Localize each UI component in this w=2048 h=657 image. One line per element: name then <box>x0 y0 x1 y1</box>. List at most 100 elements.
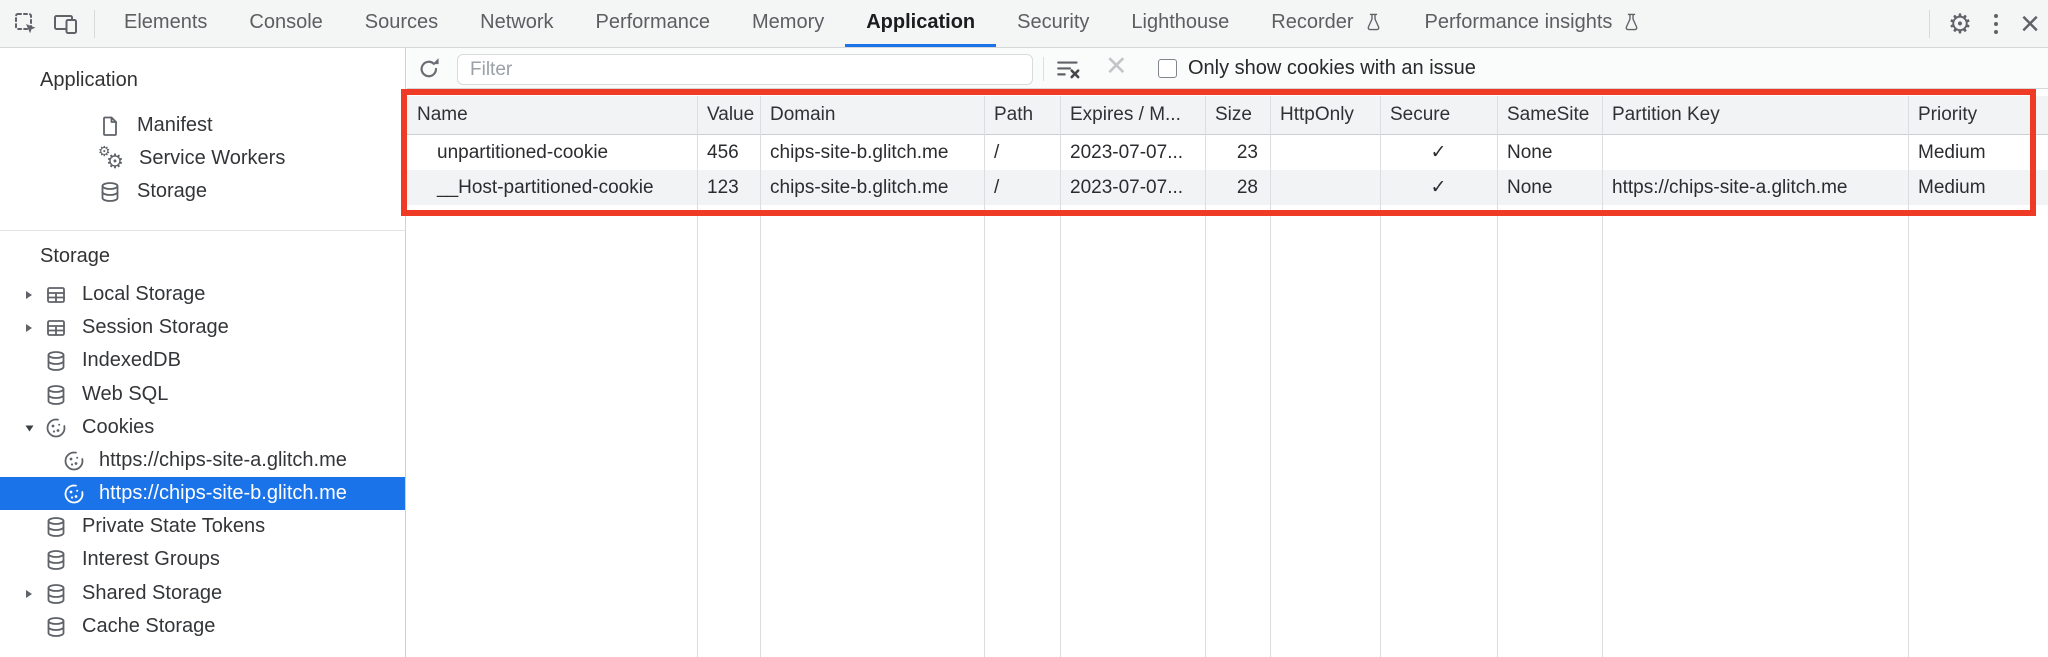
sidebar-section-application: Application <box>40 69 138 91</box>
sidebar-item-shared-storage[interactable]: Shared Storage <box>0 577 405 610</box>
database-icon <box>44 515 68 539</box>
column-header-size[interactable]: Size <box>1215 104 1252 125</box>
cell-value: 123 <box>707 176 739 198</box>
sidebar-item-label: Cache Storage <box>82 615 216 637</box>
clear-filter-icon <box>1057 61 1080 79</box>
sidebar-item-label: https://chips-site-b.glitch.me <box>99 482 347 504</box>
more-options-icon[interactable] <box>1990 10 2002 38</box>
filter-input[interactable] <box>457 54 1033 85</box>
sidebar-item-label: IndexedDB <box>82 349 181 371</box>
toolbar-divider <box>1043 57 1044 81</box>
experiment-flask-icon <box>1622 11 1641 33</box>
column-header-domain[interactable]: Domain <box>770 104 836 125</box>
sidebar-item-session-storage[interactable]: Session Storage <box>0 311 405 344</box>
tab-security[interactable]: Security <box>1017 10 1090 33</box>
cell-secure: ✓ <box>1430 177 1447 198</box>
tab-performance[interactable]: Performance <box>595 10 711 33</box>
cell-partition-key <box>1602 135 1908 170</box>
column-header-partition-key[interactable]: Partition Key <box>1612 104 1720 125</box>
device-toolbar-button[interactable] <box>46 0 86 48</box>
sidebar-item-label: Service Workers <box>139 147 286 169</box>
column-header-path[interactable]: Path <box>994 104 1034 125</box>
sidebar-item-label: Web SQL <box>82 383 169 405</box>
cell-name: unpartitioned-cookie <box>437 141 609 163</box>
column-header-httponly[interactable]: HttpOnly <box>1280 104 1354 125</box>
column-header-value[interactable]: Value <box>707 104 755 125</box>
settings-gear-icon[interactable]: ⚙ <box>1947 8 1973 39</box>
cell-domain: chips-site-b.glitch.me <box>770 141 949 163</box>
database-icon <box>44 548 68 572</box>
sidebar-item-cookies[interactable]: Cookies <box>0 411 405 444</box>
tab-sources[interactable]: Sources <box>364 10 439 33</box>
panel-tabs: Elements Console Sources Network Perform… <box>103 0 1662 47</box>
cookie-row-unpartitioned[interactable]: unpartitioned-cookie 456 chips-site-b.gl… <box>407 135 2048 170</box>
tab-console[interactable]: Console <box>249 10 323 33</box>
inspect-cursor-icon <box>15 13 36 34</box>
only-issue-checkbox-label[interactable]: Only show cookies with an issue <box>1188 57 1476 79</box>
chevron-right-icon[interactable] <box>24 323 44 333</box>
cell-secure: ✓ <box>1430 142 1447 163</box>
sidebar-item-cache-storage[interactable]: Cache Storage <box>0 610 405 643</box>
column-header-priority[interactable]: Priority <box>1918 104 1978 125</box>
column-header-name[interactable]: Name <box>417 104 468 125</box>
sidebar-item-label: Cookies <box>82 416 155 438</box>
cell-samesite: None <box>1507 176 1553 198</box>
sidebar-item-web-sql[interactable]: Web SQL <box>0 378 405 411</box>
column-header-expires[interactable]: Expires / M... <box>1070 104 1181 125</box>
experiment-flask-icon <box>1364 11 1383 33</box>
sidebar-item-label: Local Storage <box>82 283 206 305</box>
tab-performance-insights[interactable]: Performance insights <box>1404 0 1663 47</box>
sidebar-item-indexeddb[interactable]: IndexedDB <box>0 344 405 377</box>
chevron-down-icon[interactable] <box>24 423 44 433</box>
tab-recorder-label: Recorder <box>1271 10 1354 33</box>
cookie-icon <box>44 416 68 440</box>
refresh-icon <box>420 58 439 78</box>
refresh-button[interactable] <box>415 55 443 83</box>
only-issue-checkbox[interactable] <box>1158 59 1177 78</box>
tab-network[interactable]: Network <box>480 10 554 33</box>
sidebar-item-label: Storage <box>137 180 208 202</box>
chevron-right-icon[interactable] <box>24 589 44 599</box>
tab-recorder[interactable]: Recorder <box>1250 0 1403 47</box>
cell-path: / <box>994 176 1000 198</box>
database-icon <box>44 582 68 606</box>
cell-partition-key: https://chips-site-a.glitch.me <box>1612 176 1848 198</box>
database-icon <box>44 349 68 373</box>
tab-memory[interactable]: Memory <box>752 10 825 33</box>
sidebar-item-label: Manifest <box>137 114 213 136</box>
device-toolbar-icon <box>54 15 77 34</box>
cookie-icon <box>62 482 86 506</box>
cell-size: 28 <box>1236 176 1258 198</box>
close-icon[interactable]: × <box>2020 5 2040 43</box>
tab-lighthouse[interactable]: Lighthouse <box>1131 10 1230 33</box>
sidebar-item-cookie-chips-site-a[interactable]: https://chips-site-a.glitch.me <box>0 444 405 477</box>
sidebar-item-service-workers[interactable]: ⚙⚙ Service Workers <box>0 142 405 175</box>
cell-path: / <box>994 141 1000 163</box>
cookie-table-header: Name Value Domain Path Expires / M... Si… <box>407 96 2048 135</box>
cell-httponly <box>1270 170 1380 205</box>
tabbar-right-controls: ⚙ × <box>1928 0 2040 48</box>
sidebar-section-storage: Storage <box>40 245 111 267</box>
cell-priority: Medium <box>1918 141 1986 163</box>
clear-filter-button[interactable] <box>1055 55 1083 88</box>
cell-size: 23 <box>1236 141 1258 163</box>
tab-application[interactable]: Application <box>845 0 997 47</box>
sidebar-item-interest-groups[interactable]: Interest Groups <box>0 543 405 576</box>
column-header-secure[interactable]: Secure <box>1390 104 1451 125</box>
chevron-right-icon[interactable] <box>24 290 44 300</box>
cookies-panel: ✕ Only show cookies with an issue Name V… <box>401 48 2048 657</box>
cookie-row-host-partitioned[interactable]: __Host-partitioned-cookie 123 chips-site… <box>407 170 2048 205</box>
sidebar-item-cookie-chips-site-b[interactable]: https://chips-site-b.glitch.me <box>0 477 405 510</box>
sidebar-item-storage[interactable]: Storage <box>0 175 405 208</box>
database-icon <box>44 615 68 639</box>
sidebar-item-label: Private State Tokens <box>82 515 266 537</box>
sidebar-item-local-storage[interactable]: Local Storage <box>0 278 405 311</box>
inspect-element-button[interactable] <box>6 0 46 48</box>
sidebar-item-manifest[interactable]: Manifest <box>0 109 405 142</box>
toolbar-divider <box>1928 10 1930 38</box>
column-header-samesite[interactable]: SameSite <box>1507 104 1590 125</box>
tab-elements[interactable]: Elements <box>124 10 208 33</box>
sidebar-item-private-state-tokens[interactable]: Private State Tokens <box>0 510 405 543</box>
cell-domain: chips-site-b.glitch.me <box>770 176 949 198</box>
table-icon <box>44 316 68 340</box>
